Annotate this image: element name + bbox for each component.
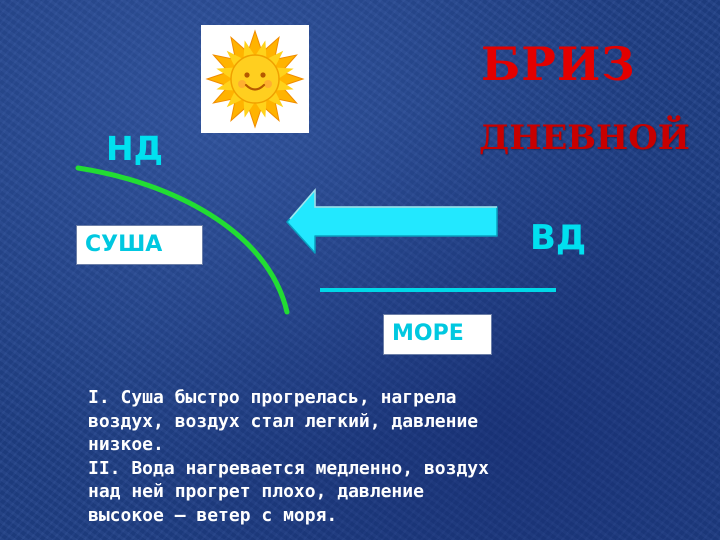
land-box: СУША	[76, 225, 203, 265]
sun-image	[201, 25, 309, 133]
explanation-line: II. Вода нагревается медленно, воздух	[88, 457, 489, 479]
low-pressure-label: НД	[106, 129, 164, 168]
slide-title: БРИЗ	[481, 37, 636, 91]
explanation-line: воздух, воздух стал легкий, давление	[88, 410, 479, 432]
explanation-line: над ней прогрет плохо, давление	[88, 481, 424, 502]
sun-icon	[205, 29, 305, 129]
arrow-left-icon	[286, 187, 498, 254]
land-curve	[75, 165, 290, 315]
high-pressure-label: ВД	[530, 218, 587, 258]
explanation-text: I. Суша быстро прогрелась, нагрела возду…	[88, 386, 648, 527]
explanation-line: низкое.	[88, 434, 164, 455]
explanation-line: I. Суша быстро прогрелась, нагрела	[88, 387, 457, 408]
sea-box: МОРЕ	[383, 314, 492, 355]
explanation-line: высокое – ветер с моря.	[88, 504, 338, 526]
slide-subtitle: ДНЕВНОЙ	[479, 118, 690, 158]
